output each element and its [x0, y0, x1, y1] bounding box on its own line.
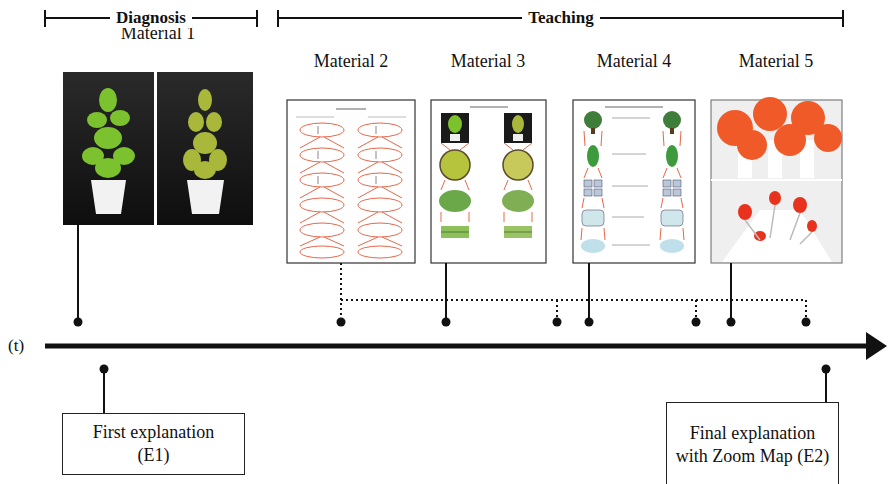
material-title: Material 5 [737, 50, 816, 72]
material-item: Material 5 [737, 50, 816, 72]
material-title: Material 3 [449, 50, 528, 72]
box-text: First explanation (E1) [79, 421, 229, 467]
material-title: Material 4 [595, 50, 674, 72]
time-marker-dot [337, 318, 811, 327]
explanation-box: Final explanation with Zoom Map (E2) [666, 402, 839, 484]
material-title: Material 2 [312, 50, 391, 72]
box-text: Final explanation with Zoom Map (E2) [675, 422, 830, 468]
material-item: Material 3 [449, 50, 528, 72]
dotted-marker [341, 263, 806, 322]
phase-heading: Diagnosis [110, 8, 192, 28]
schematic-worksheet [573, 100, 695, 263]
balloon-model-photo [711, 97, 842, 263]
phase-heading: Teaching [522, 8, 600, 28]
material-item: Material 2 [312, 50, 391, 72]
zoom-map-worksheet [287, 100, 415, 263]
time-marker [74, 225, 831, 413]
material-item: Material 4 [595, 50, 674, 72]
time-axis [45, 332, 887, 360]
photo-worksheet [431, 100, 546, 263]
axis-label: (t) [6, 336, 26, 356]
plant-photo [63, 72, 253, 225]
explanation-box: First explanation (E1) [62, 413, 245, 475]
